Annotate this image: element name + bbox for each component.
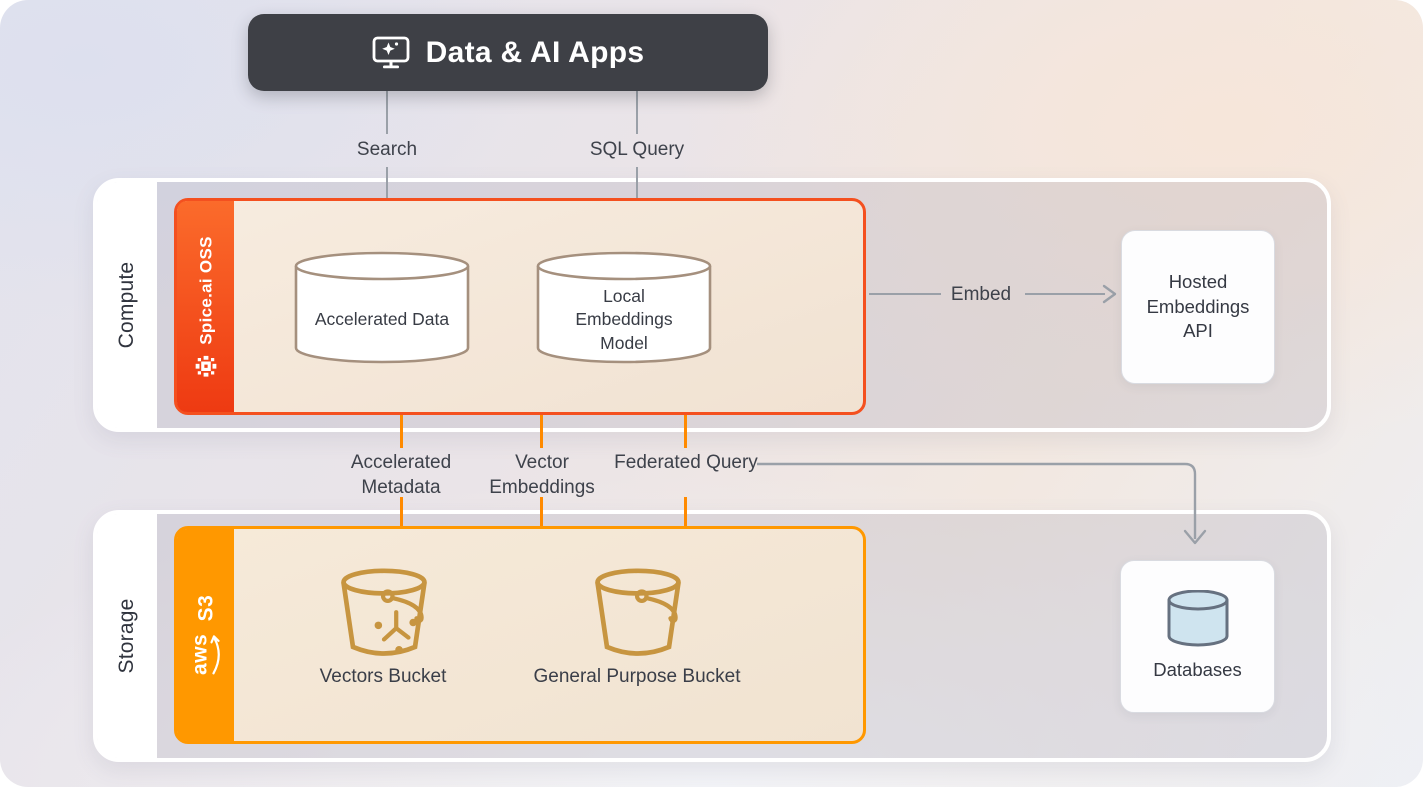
aws-s3-box: aws S3 Vectors Bu [174,526,866,744]
embed-arrow-line-right [1025,293,1105,295]
spice-flower-logo-icon [195,355,216,377]
aws-wordmark: aws [188,633,222,675]
hosted-embeddings-api-box: Hosted Embeddings API [1121,230,1275,384]
aws-s3-sidebar: aws S3 [177,529,234,741]
aws-smile-arrow-icon [210,635,220,675]
accelerated-metadata-flow-label: Accelerated Metadata [350,452,452,498]
embed-arrowhead-icon [1102,284,1117,304]
federated-query-line-top [684,415,687,448]
general-purpose-bucket-label: General Purpose Bucket [533,666,741,687]
local-embeddings-model-node: Local Embeddings Model [536,251,712,365]
sql-query-flow-label: SQL Query [589,139,685,160]
general-purpose-bucket-node [591,567,685,668]
vectors-bucket-icon [341,568,427,656]
data-ai-apps-title: Data & AI Apps [425,35,645,69]
database-cylinder-icon [294,251,470,364]
sql-query-connector-line-bottom [636,167,638,198]
sql-query-connector-line-top [636,91,638,134]
databases-cylinder-icon [1167,590,1228,647]
search-flow-label: Search [356,139,418,160]
data-ai-apps-box: Data & AI Apps [248,14,768,91]
accelerated-data-node: Accelerated Data [294,251,470,365]
spice-ai-oss-sidebar: Spice.ai OSS [177,201,234,412]
federated-query-flow-label: Federated Query [614,452,758,473]
database-cylinder-icon [536,251,712,364]
storage-band-label-strip: Storage [97,514,157,758]
search-connector-line-bottom [386,167,388,198]
accelerated-data-label: Accelerated Data [314,309,450,330]
accelerated-metadata-line-bottom [400,497,403,527]
s3-service-label: S3 [193,594,217,622]
vectors-bucket-label: Vectors Bucket [319,666,447,687]
compute-band-label-strip: Compute [97,182,157,428]
federated-query-arrow [757,462,1207,545]
databases-label: Databases [1153,659,1242,681]
compute-band-label: Compute [115,261,138,349]
embed-flow-label: Embed [950,284,1012,305]
spice-ai-oss-box: Spice.ai OSS Accelerated Data Local Embe… [174,198,866,415]
vector-embeddings-line-top [540,415,543,448]
monitor-sparkle-icon [372,36,410,69]
vectors-bucket-node [337,567,431,668]
spice-ai-oss-label: Spice.ai OSS [195,235,215,345]
hosted-embeddings-api-label: Hosted Embeddings API [1146,270,1250,342]
local-embeddings-model-label: Local Embeddings Model [575,286,673,353]
federated-query-line-bottom [684,497,687,527]
vector-embeddings-line-bottom [540,497,543,527]
databases-box: Databases [1120,560,1275,713]
aws-brand-label: aws [188,633,211,675]
accelerated-metadata-line-top [400,415,403,448]
search-connector-line-top [386,91,388,134]
vector-embeddings-flow-label: Vector Embeddings [489,452,595,498]
bucket-icon [595,568,681,656]
storage-band-label: Storage [115,598,138,674]
embed-arrow-line-left [869,293,941,295]
